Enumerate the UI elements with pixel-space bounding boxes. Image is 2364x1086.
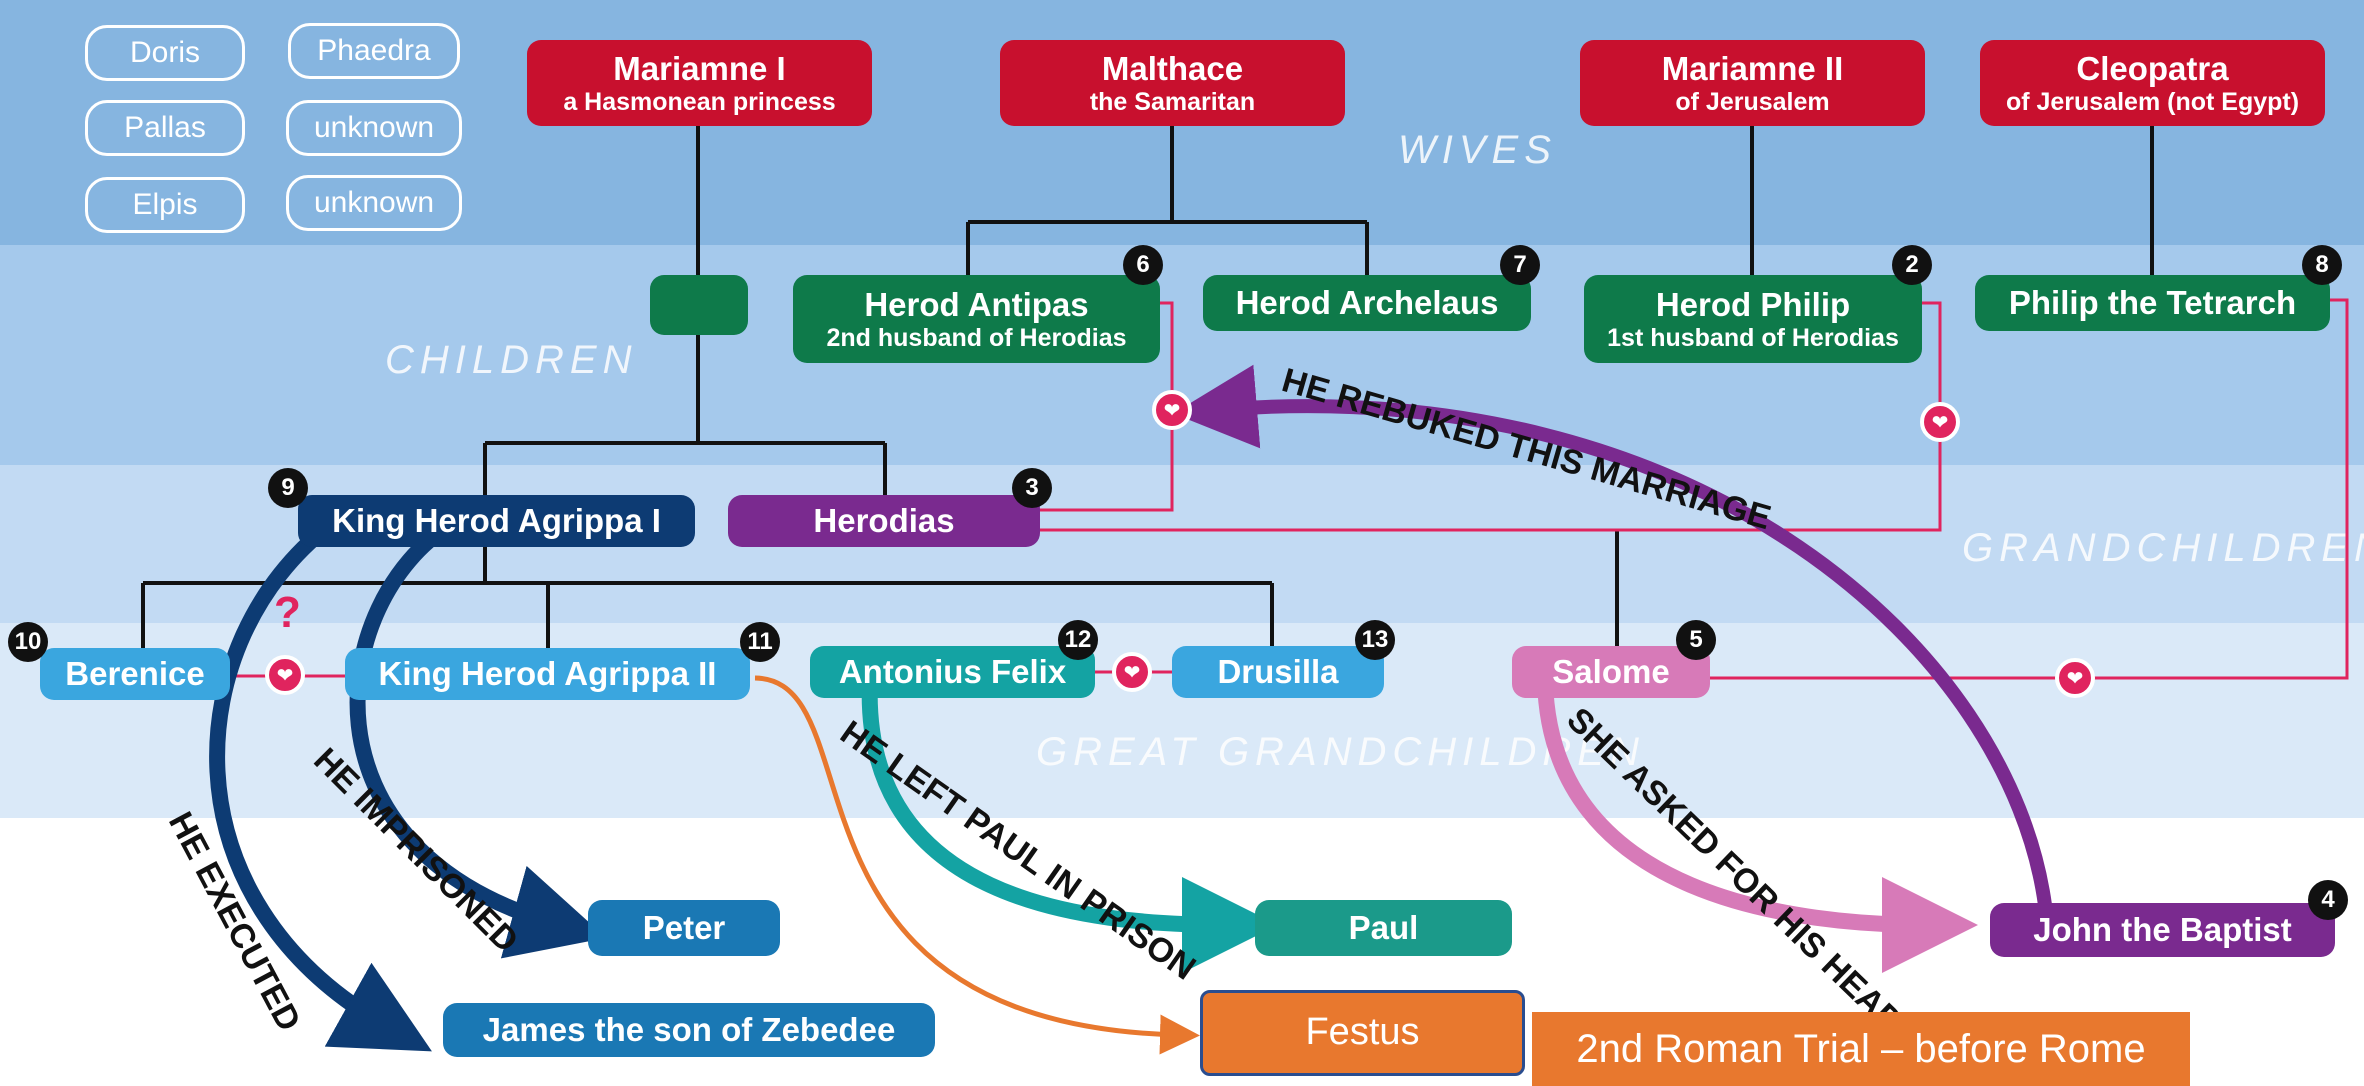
wife-elpis: Elpis <box>85 177 245 233</box>
heart-icon: ❤ <box>265 655 305 695</box>
heart-icon: ❤ <box>1112 652 1152 692</box>
great-grandchild-berenice: Berenice <box>40 648 230 700</box>
wife-name: Mariamne II <box>1661 49 1844 87</box>
great-grandchild-antonius-felix: Antonius Felix <box>810 646 1095 698</box>
child-name: Philip the Tetrarch <box>2008 284 2297 322</box>
left-paul-label: HE LEFT PAUL IN PRISON <box>833 713 1202 987</box>
person-name: Paul <box>1348 909 1419 947</box>
imprisoned-label: HE IMPRISONED <box>306 741 525 960</box>
wife-description: a Hasmonean princess <box>563 87 836 116</box>
number-badge: 7 <box>1500 245 1540 285</box>
wife-pallas: Pallas <box>85 100 245 156</box>
wife-unknown-2: unknown <box>286 175 462 231</box>
child-herod-philip: Herod Philip 1st husband of Herodias <box>1584 275 1922 363</box>
grandchild-herodias: Herodias <box>728 495 1040 547</box>
wife-malthace: Malthace the Samaritan <box>1000 40 1345 126</box>
child-herod-archelaus: Herod Archelaus <box>1203 275 1531 331</box>
rebuked-label: HE REBUKED THIS MARRIAGE <box>1278 361 1775 537</box>
wife-doris: Doris <box>85 25 245 81</box>
wife-description: the Samaritan <box>1089 87 1256 116</box>
great-grandchild-name: Berenice <box>65 655 205 693</box>
child-philip-the-tetrarch: Philip the Tetrarch <box>1975 275 2330 331</box>
number-badge: 2 <box>1892 245 1932 285</box>
wife-unknown-1: unknown <box>286 100 462 156</box>
child-herod-antipas: Herod Antipas 2nd husband of Herodias <box>793 275 1160 363</box>
person-festus: Festus <box>1200 990 1525 1076</box>
number-badge: 10 <box>8 622 48 662</box>
wife-name: Cleopatra <box>2076 49 2229 87</box>
wife-description: of Jerusalem (not Egypt) <box>2005 87 2300 116</box>
child-name: Herod Archelaus <box>1235 284 1499 322</box>
number-badge: 9 <box>268 468 308 508</box>
number-badge: 5 <box>1676 620 1716 660</box>
number-badge: 13 <box>1355 620 1395 660</box>
wife-phaedra: Phaedra <box>288 23 460 79</box>
person-name: Peter <box>642 909 726 947</box>
grandchildren-label: GRANDCHILDREN <box>1962 526 2364 570</box>
wife-mariamne-2: Mariamne II of Jerusalem <box>1580 40 1925 126</box>
asked-label: SHE ASKED FOR HIS HEAD <box>1559 700 1909 1040</box>
grandchild-king-herod-agrippa-1: King Herod Agrippa I <box>298 495 695 547</box>
person-paul: Paul <box>1255 900 1512 956</box>
wife-name: Malthace <box>1101 49 1244 87</box>
person-james: James the son of Zebedee <box>443 1003 935 1057</box>
heart-icon: ❤ <box>1152 390 1192 430</box>
great-grandchild-name: Antonius Felix <box>838 653 1067 691</box>
number-badge: 4 <box>2308 880 2348 920</box>
wives-label: WIVES <box>1398 128 1557 172</box>
heart-icon: ❤ <box>1920 402 1960 442</box>
number-badge: 12 <box>1058 620 1098 660</box>
great-grandchildren-label: GREAT GRANDCHILDREN <box>1036 730 1645 774</box>
child-description: 2nd husband of Herodias <box>826 323 1127 352</box>
number-badge: 11 <box>740 622 780 662</box>
wife-mariamne-1: Mariamne I a Hasmonean princess <box>527 40 872 126</box>
great-grandchild-drusilla: Drusilla <box>1172 646 1384 698</box>
great-grandchild-name: King Herod Agrippa II <box>378 655 717 693</box>
child-description: 1st husband of Herodias <box>1607 323 1899 352</box>
person-name: Festus <box>1305 1011 1420 1054</box>
grandchild-name: Herodias <box>813 502 955 540</box>
number-badge: 3 <box>1012 468 1052 508</box>
child-name: Herod Antipas <box>864 285 1089 323</box>
trial-caption: 2nd Roman Trial – before Rome <box>1532 1012 2190 1086</box>
wife-cleopatra: Cleopatra of Jerusalem (not Egypt) <box>1980 40 2325 126</box>
person-john-the-baptist: John the Baptist <box>1990 903 2335 957</box>
person-name: James the son of Zebedee <box>482 1011 896 1049</box>
child-name: Herod Philip <box>1655 285 1851 323</box>
unnamed-child <box>650 275 748 335</box>
children-label: CHILDREN <box>385 338 638 382</box>
wife-name: Mariamne I <box>613 49 786 87</box>
person-peter: Peter <box>588 900 780 956</box>
number-badge: 8 <box>2302 245 2342 285</box>
person-name: John the Baptist <box>2033 911 2292 949</box>
wife-description: of Jerusalem <box>1675 87 1830 116</box>
great-grandchild-salome: Salome <box>1512 646 1710 698</box>
great-grandchild-name: Drusilla <box>1217 653 1339 691</box>
question-mark: ? <box>274 588 301 637</box>
great-grandchild-king-herod-agrippa-2: King Herod Agrippa II <box>345 648 750 700</box>
grandchild-name: King Herod Agrippa I <box>332 502 661 540</box>
heart-icon: ❤ <box>2055 658 2095 698</box>
number-badge: 6 <box>1123 245 1163 285</box>
great-grandchild-name: Salome <box>1552 653 1670 691</box>
